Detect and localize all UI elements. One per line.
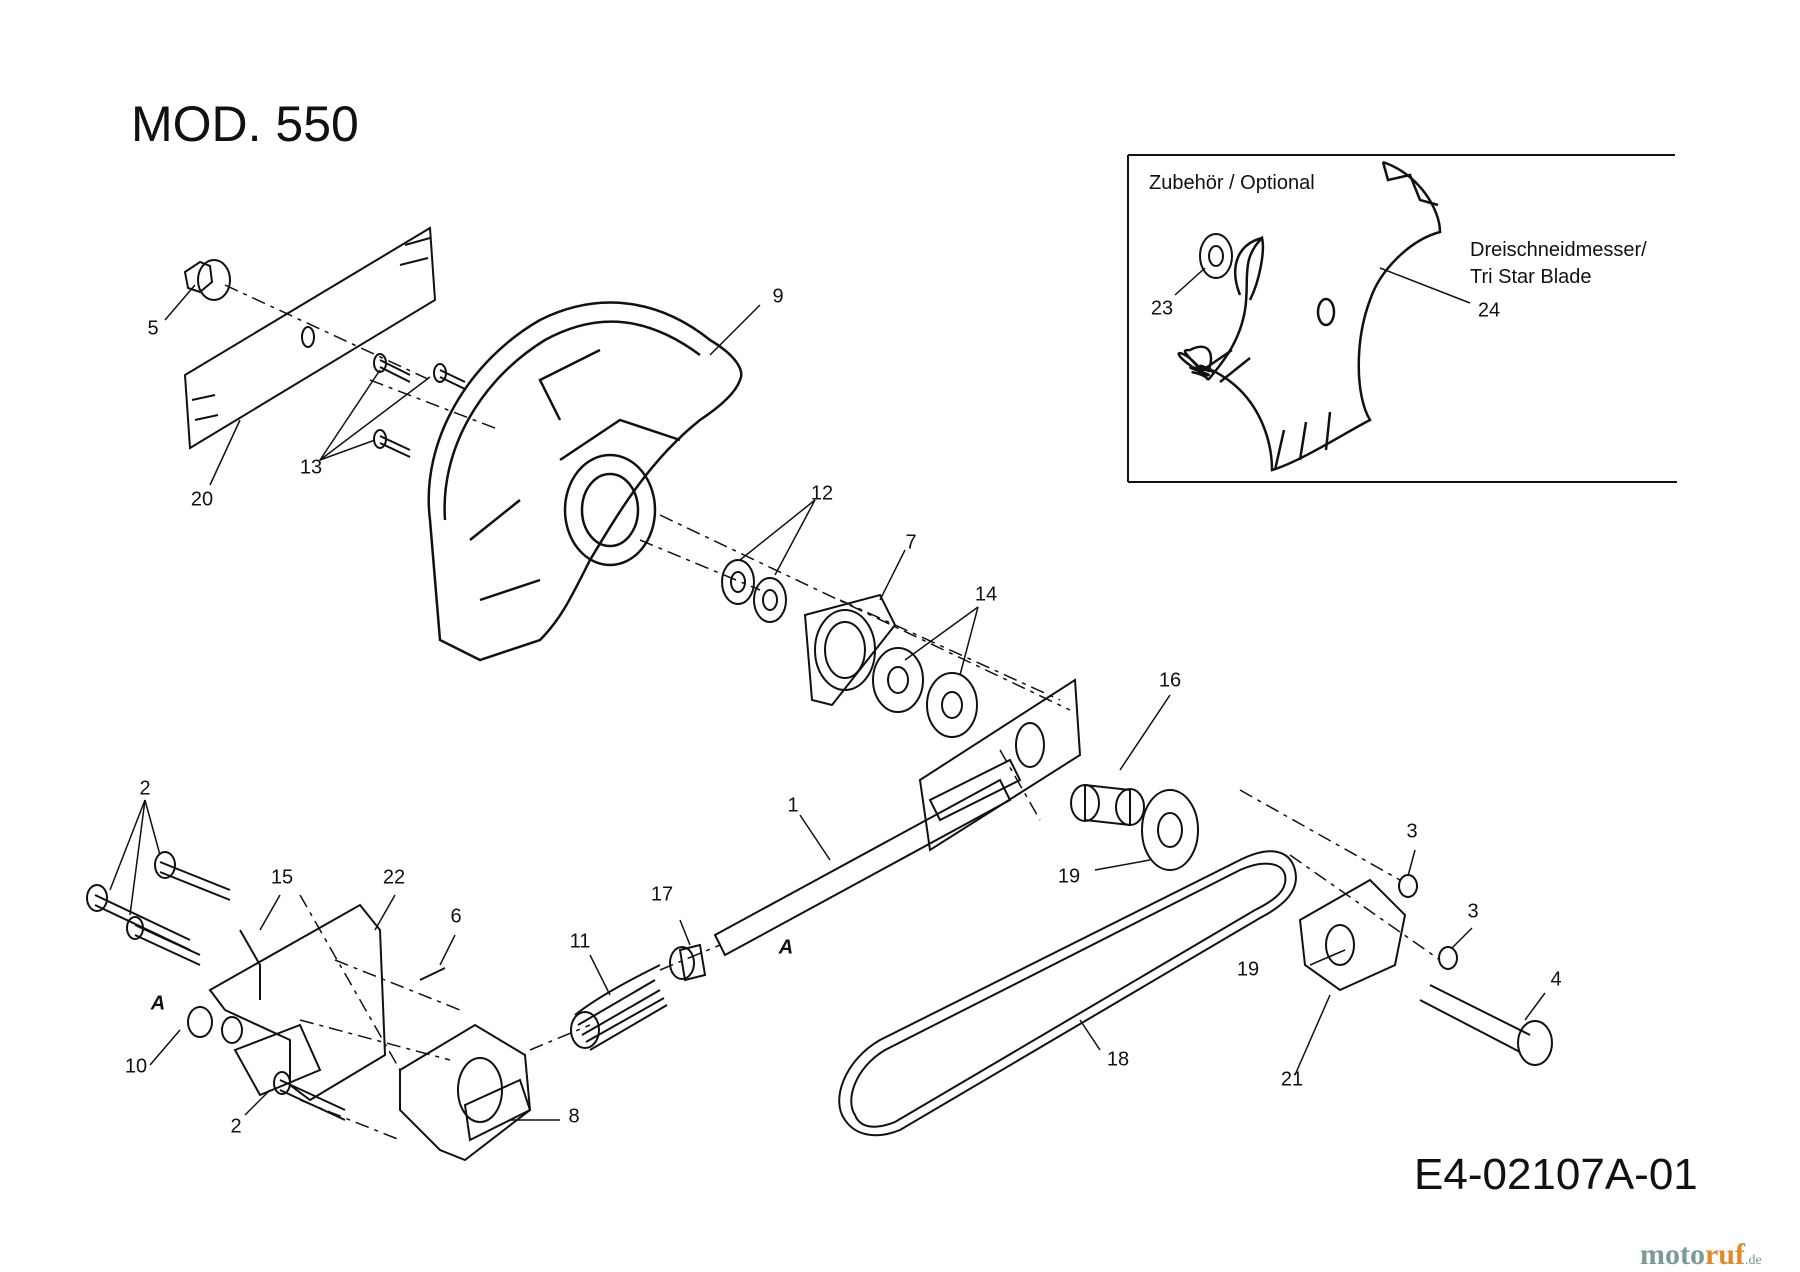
reference-mark-a-left: A bbox=[150, 992, 166, 1015]
shaft-part-1 bbox=[713, 778, 1012, 957]
callout-19-pulley: 19 bbox=[1057, 865, 1081, 888]
tri-star-blade-label: Dreischneidmesser/ Tri Star Blade bbox=[1470, 237, 1647, 291]
bearings-part-14 bbox=[872, 647, 978, 738]
bushing-part-17 bbox=[669, 943, 707, 982]
nut-part-5 bbox=[183, 259, 231, 301]
callout-6: 6 bbox=[450, 905, 462, 928]
callout-23: 23 bbox=[1150, 297, 1174, 320]
callout-15: 15 bbox=[270, 866, 294, 889]
bolts-part-13 bbox=[373, 353, 466, 458]
callout-21: 21 bbox=[1280, 1068, 1304, 1091]
pin-part-6 bbox=[419, 967, 446, 981]
callout-10: 10 bbox=[124, 1055, 148, 1078]
optional-accessory-box bbox=[1127, 154, 1677, 483]
callout-14: 14 bbox=[974, 583, 998, 606]
callout-5: 5 bbox=[147, 317, 159, 340]
clip-part-10 bbox=[187, 1006, 243, 1044]
callout-19-bracket: 19 bbox=[1236, 958, 1260, 981]
bolts-part-2 bbox=[86, 851, 346, 1121]
callout-1: 1 bbox=[787, 794, 799, 817]
callout-7: 7 bbox=[905, 531, 917, 554]
washers-part-12 bbox=[721, 559, 787, 623]
watermark-part3: .de bbox=[1744, 1253, 1762, 1268]
watermark-part1: moto bbox=[1640, 1238, 1705, 1271]
callout-12: 12 bbox=[810, 482, 834, 505]
callout-24: 24 bbox=[1477, 299, 1501, 322]
callout-4: 4 bbox=[1550, 968, 1562, 991]
callout-leader-lines bbox=[109, 267, 1546, 1121]
spacer-part-16 bbox=[1070, 783, 1145, 827]
blade-name-german: Dreischneidmesser/ bbox=[1470, 239, 1647, 261]
belt-part-18 bbox=[838, 850, 1297, 1137]
assembly-axis-lines bbox=[224, 284, 1441, 1141]
watermark-part2: ruf bbox=[1704, 1238, 1745, 1271]
callout-13: 13 bbox=[299, 456, 323, 479]
tri-star-blade-part-24 bbox=[1177, 160, 1442, 472]
pulley-part-19 bbox=[1141, 789, 1199, 871]
nuts-part-3 bbox=[1398, 874, 1458, 970]
bearing-housing-part-7 bbox=[803, 593, 897, 707]
callout-2-top: 2 bbox=[139, 777, 151, 800]
bolt-part-4 bbox=[1419, 984, 1553, 1066]
callout-20: 20 bbox=[190, 488, 214, 511]
housing-part-8 bbox=[399, 1023, 532, 1162]
callout-11: 11 bbox=[569, 930, 591, 953]
callout-17: 17 bbox=[650, 883, 674, 906]
reference-mark-a-shaft: A bbox=[778, 936, 794, 959]
document-number: E4-02107A-01 bbox=[1414, 1150, 1698, 1199]
callout-22: 22 bbox=[382, 866, 406, 889]
callout-3-upper: 3 bbox=[1406, 820, 1418, 843]
washer-part-23 bbox=[1199, 233, 1233, 279]
bracket-part-21 bbox=[1298, 878, 1407, 992]
model-title: MOD. 550 bbox=[131, 96, 359, 152]
callout-3-lower: 3 bbox=[1467, 900, 1479, 923]
callout-16: 16 bbox=[1158, 669, 1182, 692]
callout-9: 9 bbox=[772, 285, 784, 308]
optional-accessory-heading: Zubehör / Optional bbox=[1149, 172, 1315, 194]
lever-bracket-part-22 bbox=[208, 903, 387, 1102]
blade-part-20 bbox=[183, 226, 437, 450]
guard-housing-part-9 bbox=[427, 301, 743, 662]
blade-name-english: Tri Star Blade bbox=[1470, 266, 1592, 288]
mounting-plate bbox=[918, 678, 1082, 852]
callout-18: 18 bbox=[1106, 1048, 1130, 1071]
spring-part-11 bbox=[570, 964, 668, 1051]
callout-2-bottom: 2 bbox=[230, 1115, 242, 1138]
callout-8: 8 bbox=[568, 1105, 580, 1128]
watermark-logo: motoruf.de bbox=[1640, 1238, 1762, 1272]
